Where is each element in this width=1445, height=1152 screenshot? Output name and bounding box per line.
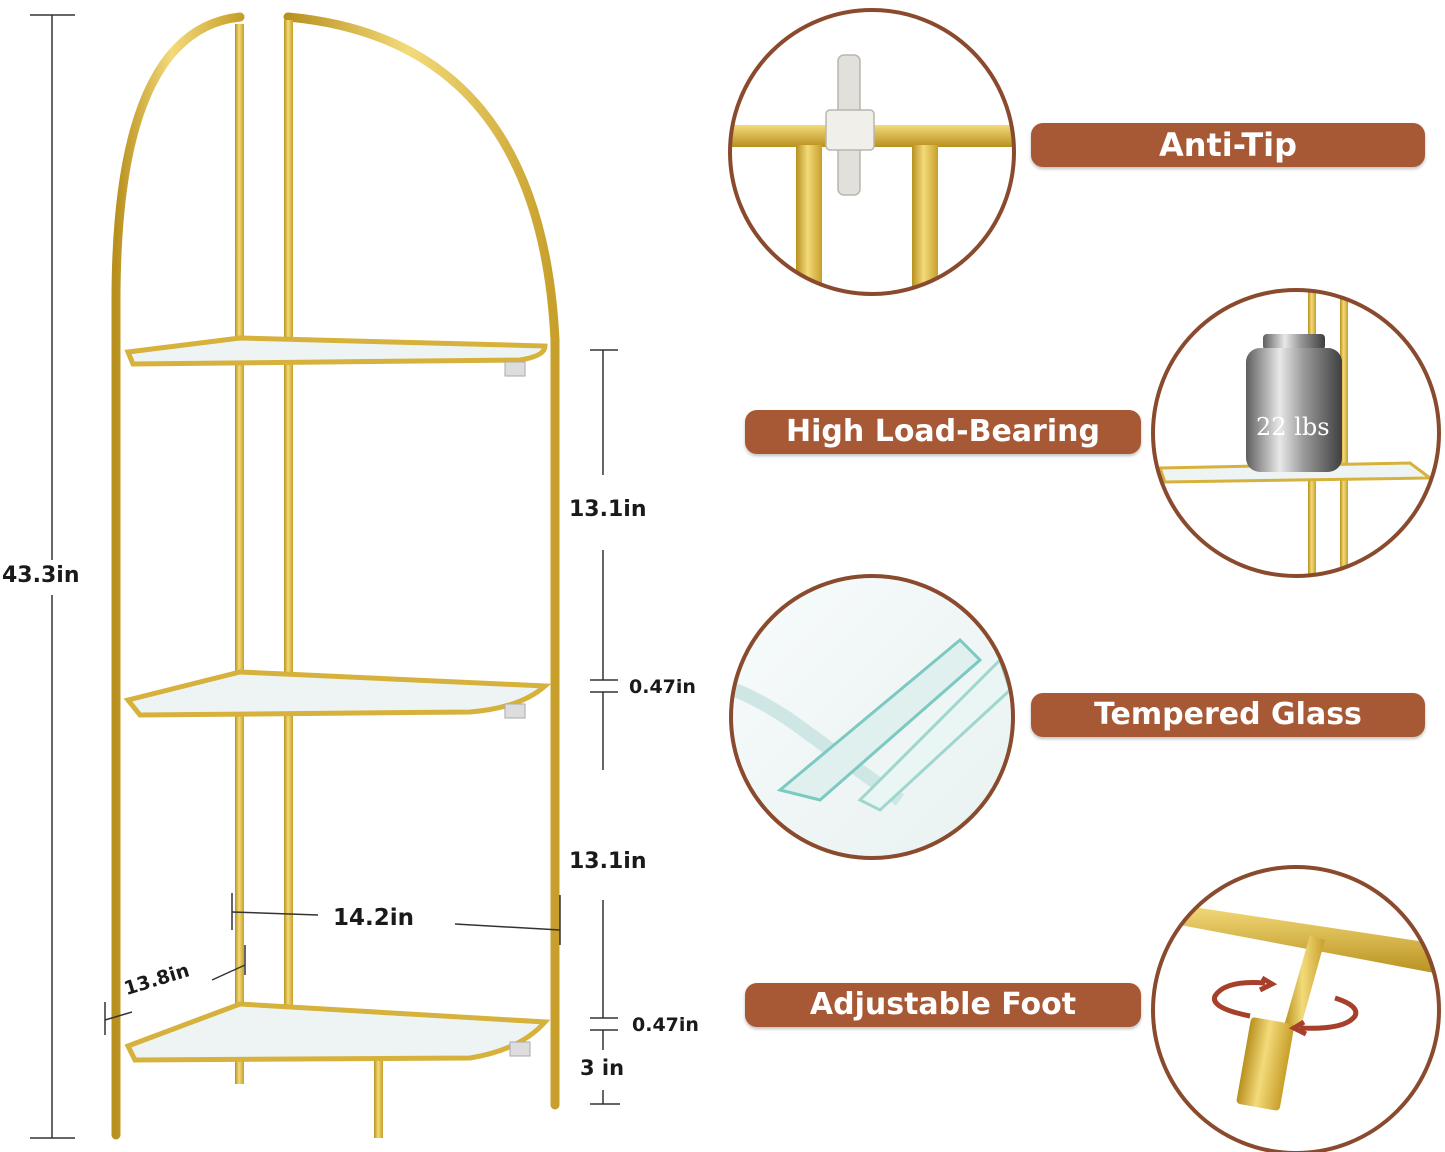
anti-tip-badge-label: Anti-Tip (1158, 126, 1298, 164)
load-bearing-badge-label: High Load-Bearing (786, 414, 1100, 449)
dimension-lines (30, 14, 620, 1139)
rotate-arrows-icon (1211, 975, 1359, 1037)
load-bearing-badge: High Load-Bearing (745, 410, 1141, 454)
anti-tip-detail-circle (728, 8, 1016, 296)
anti-tip-badge: Anti-Tip (1031, 123, 1425, 167)
frame-arch-right (283, 12, 560, 1110)
glass-panel-icon (732, 637, 1012, 812)
glass-shelf-bottom (124, 1001, 551, 1063)
adjustable-foot-badge: Adjustable Foot (745, 983, 1141, 1027)
glass-detail-circle (729, 574, 1015, 860)
corner-shelf-illustration (111, 12, 560, 1140)
frame-front-leg (374, 1060, 383, 1138)
adjustable-foot-badge-label: Adjustable Foot (809, 987, 1077, 1022)
width-label: 14.2in (333, 905, 415, 931)
tempered-glass-badge-label: Tempered Glass (1094, 697, 1362, 732)
weight-icon (1246, 334, 1342, 472)
load-detail-circle (1151, 288, 1441, 578)
frame-post-inner-right (284, 20, 293, 1020)
foot-detail-circle (1151, 865, 1441, 1152)
frame-arch-left (111, 12, 245, 1140)
upper-shelf-gap-label: 13.1in (569, 497, 647, 522)
upper-glass-thickness-label: 0.47in (629, 676, 696, 698)
weight-value-label: 22 lbs (1256, 413, 1330, 441)
frame-post-inner-left (235, 24, 244, 1084)
tempered-glass-badge: Tempered Glass (1031, 693, 1425, 737)
lower-glass-thickness-label: 0.47in (632, 1014, 699, 1036)
glass-shelf-top (124, 335, 548, 377)
glass-shelf-middle (123, 669, 552, 719)
foot-height-label: 3 in (580, 1056, 625, 1080)
anti-tip-strap-icon (825, 54, 875, 196)
lower-shelf-gap-label: 13.1in (569, 849, 647, 874)
total-height-label: 43.3in (2, 563, 80, 588)
